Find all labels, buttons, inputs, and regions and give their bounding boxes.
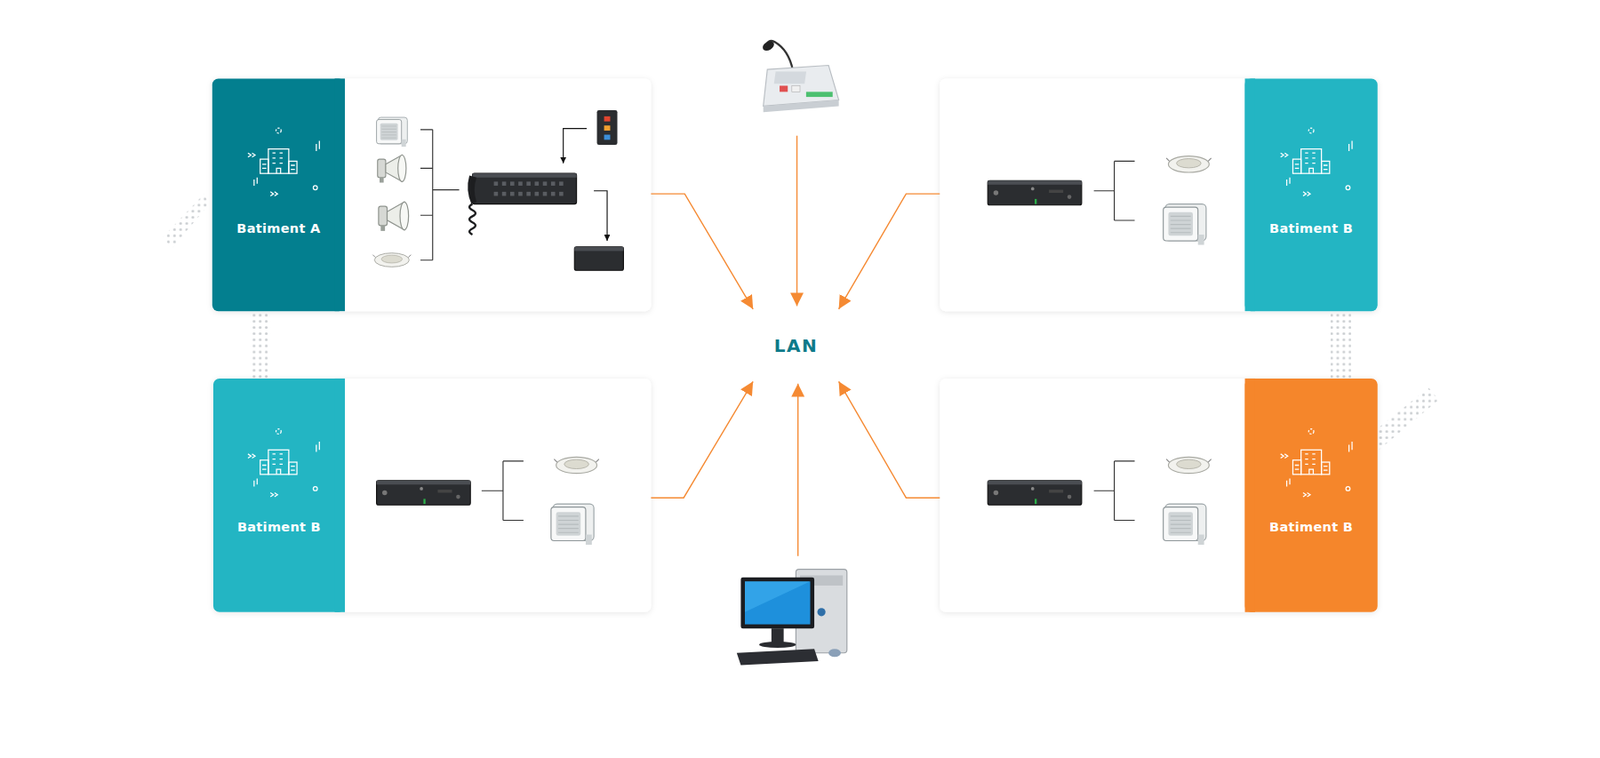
network-link (839, 193, 941, 310)
lan-hub: LAN (752, 309, 839, 383)
building-label: Batiment B (209, 520, 349, 535)
building-card: Batiment B (939, 378, 1377, 613)
network-link (839, 381, 941, 498)
building-label: Batiment B (1241, 520, 1382, 535)
network-label: LAN (749, 335, 842, 357)
building-label: Batiment A (208, 221, 349, 236)
network-link (650, 193, 753, 310)
building-card: Batiment A (212, 78, 652, 312)
building-card: Batiment B (939, 78, 1377, 312)
network-link (650, 381, 753, 498)
building-label: Batiment B (1241, 221, 1382, 236)
building-card: Batiment B (213, 378, 651, 613)
